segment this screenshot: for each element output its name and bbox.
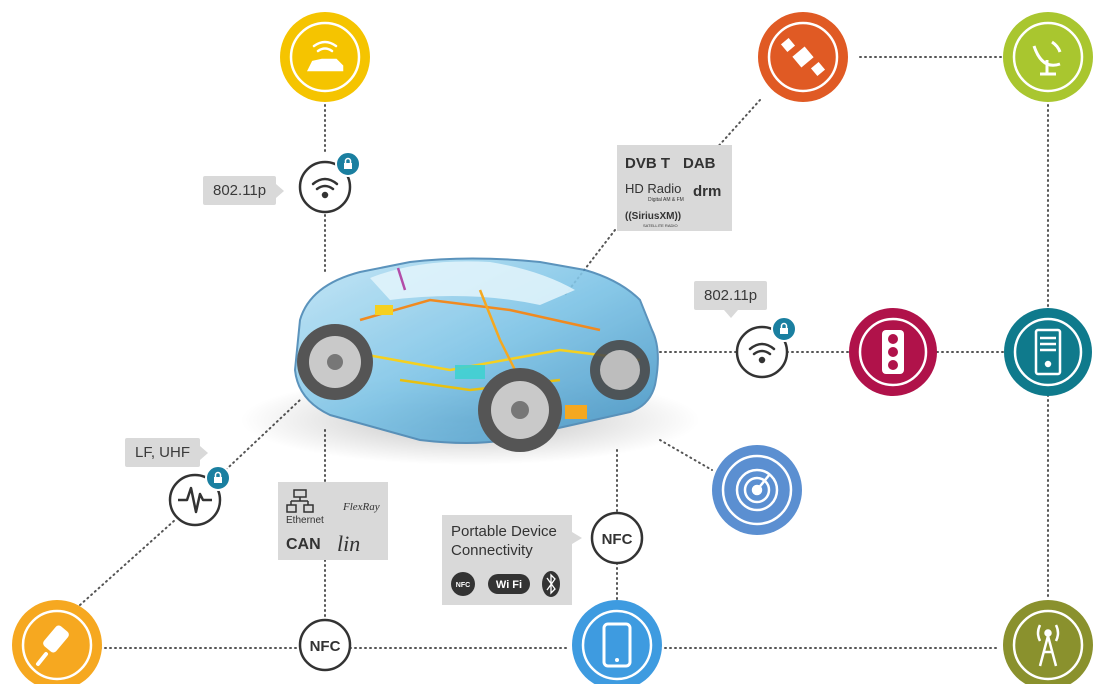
siriusxm-logo: ((SiriusXM)) [625,211,681,222]
nfc-node-bottom: NFC [298,618,352,672]
portable-title-line1: Portable Device [451,523,557,540]
drm-logo: drm [693,183,721,200]
v2i-wifi-secure [735,316,797,379]
waveform-icon [178,486,212,514]
smartphone-node [572,600,662,684]
wifi-logo-label: Wi Fi [496,579,522,591]
satellite-icon [780,37,826,77]
v2v-protocol-callout: 802.11p [203,176,285,205]
server-icon [1034,328,1062,376]
nfc-small-label: NFC [456,582,470,589]
flexray-logo: FlexRay [342,501,380,513]
v2i-protocol-callout: 802.11p [694,281,768,318]
wired-bus-box: Ethernet FlexRay CAN lin [278,482,388,560]
satellite-dish-icon [1032,40,1062,76]
server-node [1004,308,1092,396]
key-fob-icon [36,625,69,666]
nfc-mid-label: NFC [602,531,633,548]
v2v-wifi-secure [298,151,361,214]
radar-icon [735,468,779,512]
hd-radio-sub: Digital AM & FM [648,197,684,203]
smartphone-icon [602,622,632,668]
v2v-node [280,12,370,102]
traffic-light-node [849,308,937,396]
portable-title-line2: Connectivity [451,542,533,559]
traffic-light-icon [882,330,904,374]
portable-device-box: Portable Device Connectivity NFC Wi Fi [442,515,582,605]
dvbt-logo: DVB T [625,155,670,172]
radar-node [712,445,802,535]
hd-radio-logo: HD Radio [625,181,681,196]
car-illustration [293,257,659,452]
wifi-icon [748,342,776,364]
can-logo: CAN [286,536,321,553]
satellite-node [758,12,848,102]
ethernet-label: Ethernet [286,515,324,526]
wifi-icon [311,177,339,199]
satellite-dish-node [1003,12,1093,102]
dab-logo: DAB [683,155,716,172]
nfc-node-mid: NFC [590,511,644,565]
connector-lines [79,56,1049,649]
broadcast-standards-box: DVB T DAB HD Radio Digital AM & FM drm (… [617,145,732,231]
car-wifi-icon [306,40,344,72]
network-icon [286,489,314,513]
keyfob-bands-callout: LF, UHF [125,438,209,467]
cell-tower-icon [1036,624,1060,667]
siriusxm-sub: SATELLITE RADIO [643,223,678,228]
nfc-small-icon [451,572,475,596]
nfc-bottom-label: NFC [310,638,341,655]
rf-waveform-secure [168,465,231,527]
key-fob-node [12,600,102,684]
cell-tower-node [1003,600,1093,684]
lin-logo: lin [337,531,360,556]
wifi-logo-icon [488,574,530,594]
